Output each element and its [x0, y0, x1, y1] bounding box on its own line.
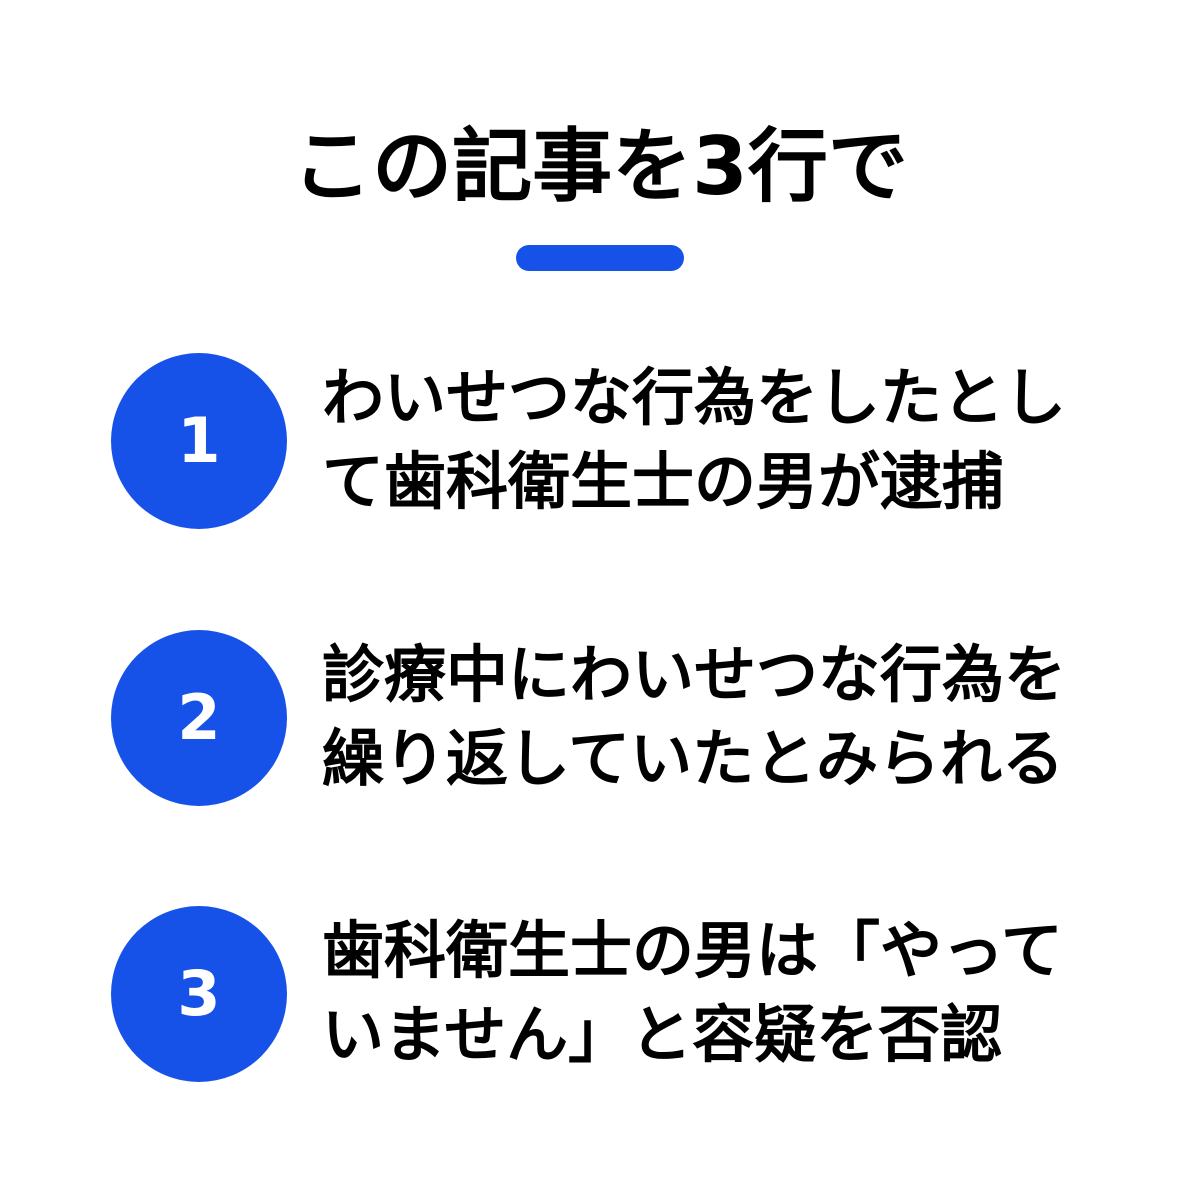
number-badge-3: 3 — [111, 906, 287, 1082]
number-badge-1: 1 — [111, 353, 287, 529]
number-label: 1 — [177, 404, 221, 477]
summary-item-2: 2 診療中にわいせつな行為を 繰り返していたとみられる — [0, 630, 1200, 810]
number-badge-2: 2 — [111, 630, 287, 806]
summary-line: いません」と容疑を否認 — [322, 998, 1003, 1071]
summary-text-1: わいせつな行為をしたとし て歯科衛生士の男が逮捕 — [322, 356, 1182, 524]
number-label: 2 — [177, 681, 221, 754]
summary-text-3: 歯科衛生士の男は「やって いません」と容疑を否認 — [322, 909, 1182, 1077]
number-label: 3 — [177, 957, 221, 1030]
summary-line: 繰り返していたとみられる — [322, 722, 1065, 795]
summary-item-1: 1 わいせつな行為をしたとし て歯科衛生士の男が逮捕 — [0, 353, 1200, 533]
title-underline — [516, 245, 684, 271]
summary-line: 診療中にわいせつな行為を — [322, 638, 1067, 711]
summary-text-2: 診療中にわいせつな行為を 繰り返していたとみられる — [322, 633, 1182, 801]
summary-line: て歯科衛生士の男が逮捕 — [322, 445, 1005, 518]
summary-line: わいせつな行為をしたとし — [322, 361, 1067, 434]
page-title: この記事を3行で — [292, 120, 908, 213]
summary-line: 歯科衛生士の男は「やって — [322, 914, 1063, 987]
summary-item-3: 3 歯科衛生士の男は「やって いません」と容疑を否認 — [0, 906, 1200, 1086]
